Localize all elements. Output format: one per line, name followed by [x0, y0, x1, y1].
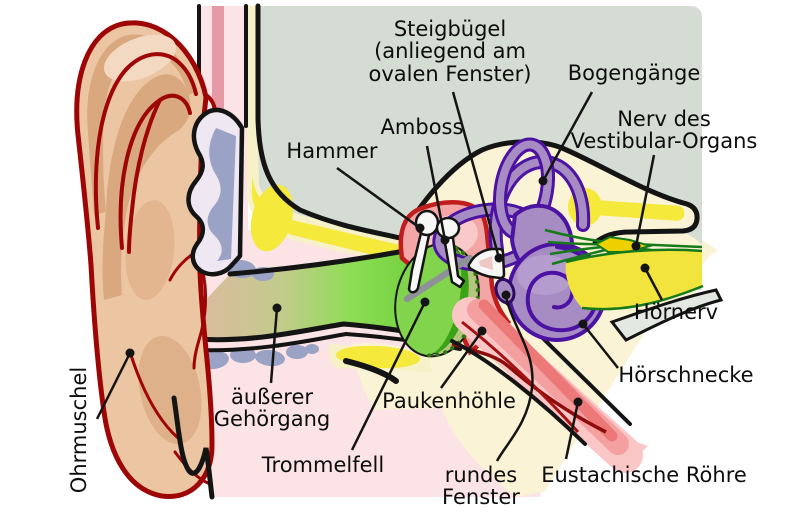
malleus-handle: [407, 231, 431, 294]
leader-ohrmuschel: [95, 352, 132, 420]
label-paukenhoehle: Paukenhöhle: [382, 389, 516, 413]
label-steigbuegel-line3: ovalen Fenster): [368, 61, 532, 86]
canal-upper-wall: [227, 247, 413, 277]
leader-bogengaenge: [541, 91, 594, 182]
auditory-nerve: [565, 249, 702, 310]
auditory-nerve-outline: [565, 248, 704, 311]
label-rundes-line1: rundes: [444, 463, 518, 487]
label-hammer: Hammer: [286, 139, 378, 163]
intertragic-notch-outline: [171, 395, 215, 500]
leader-hoerschnecke: [582, 323, 619, 369]
leader-dots: [125, 176, 650, 407]
label-steigbuegel-line2: (anliegend am: [374, 39, 526, 64]
leader-eustachische: [564, 401, 580, 460]
label-nerv-vestibular: Nerv des Vestibular-Organs: [571, 108, 758, 153]
leader-hammer: [336, 166, 421, 230]
leader-trommelfell: [350, 301, 427, 451]
leader-hoernerv: [643, 267, 664, 301]
nerve-cream-tip: [702, 240, 718, 262]
label-hoernerv: Hörnerv: [633, 300, 719, 324]
bone-strip: [247, 6, 257, 156]
label-hoerschnecke: Hörschnecke: [618, 363, 754, 387]
label-steigbuegel-line1: Steigbügel: [393, 17, 507, 41]
label-gehoergang-line1: äußerer: [230, 385, 314, 409]
label-trommelfell: Trommelfell: [261, 453, 385, 477]
label-eustachische-roehre: Eustachische Röhre: [541, 463, 747, 487]
label-steigbuegel: Steigbügel (anliegend am ovalen Fenster): [368, 17, 532, 86]
label-nerv-line2: Vestibular-Organs: [570, 129, 758, 154]
leader-gehoergang: [269, 307, 279, 384]
incus-process: [442, 235, 466, 289]
tensor-tendon: [403, 254, 474, 303]
leader-steigbuegel: [451, 91, 501, 259]
tube-dark-red-line: [451, 342, 607, 434]
label-rundes-fenster: rundes Fenster: [442, 464, 520, 509]
label-bogengaenge: Bogengänge: [567, 61, 701, 85]
leader-lines: [95, 91, 664, 462]
canal-cartilage-inner: [207, 128, 236, 261]
tympanic-ridge: [343, 358, 399, 384]
label-aeusserer-gehoergang: äußerer Gehörgang: [214, 386, 330, 431]
leader-nerv-vestibular: [634, 154, 656, 247]
stapes-hole: [479, 256, 493, 270]
leader-amboss: [425, 145, 447, 241]
label-ohrmuschel: Ohrmuschel: [67, 366, 91, 494]
nerve-sheath: [609, 288, 724, 342]
leader-paukenhoehle: [439, 330, 484, 389]
label-amboss: Amboss: [380, 115, 464, 139]
label-gehoergang-line2: Gehörgang: [213, 407, 331, 432]
bone-club-shaft: [594, 200, 685, 221]
label-rundes-line2: Fenster: [442, 485, 520, 510]
leader-rundes-fenster: [495, 296, 534, 462]
label-nerv-line1: Nerv des: [617, 107, 711, 131]
upper-bone-yellow: [252, 176, 404, 262]
